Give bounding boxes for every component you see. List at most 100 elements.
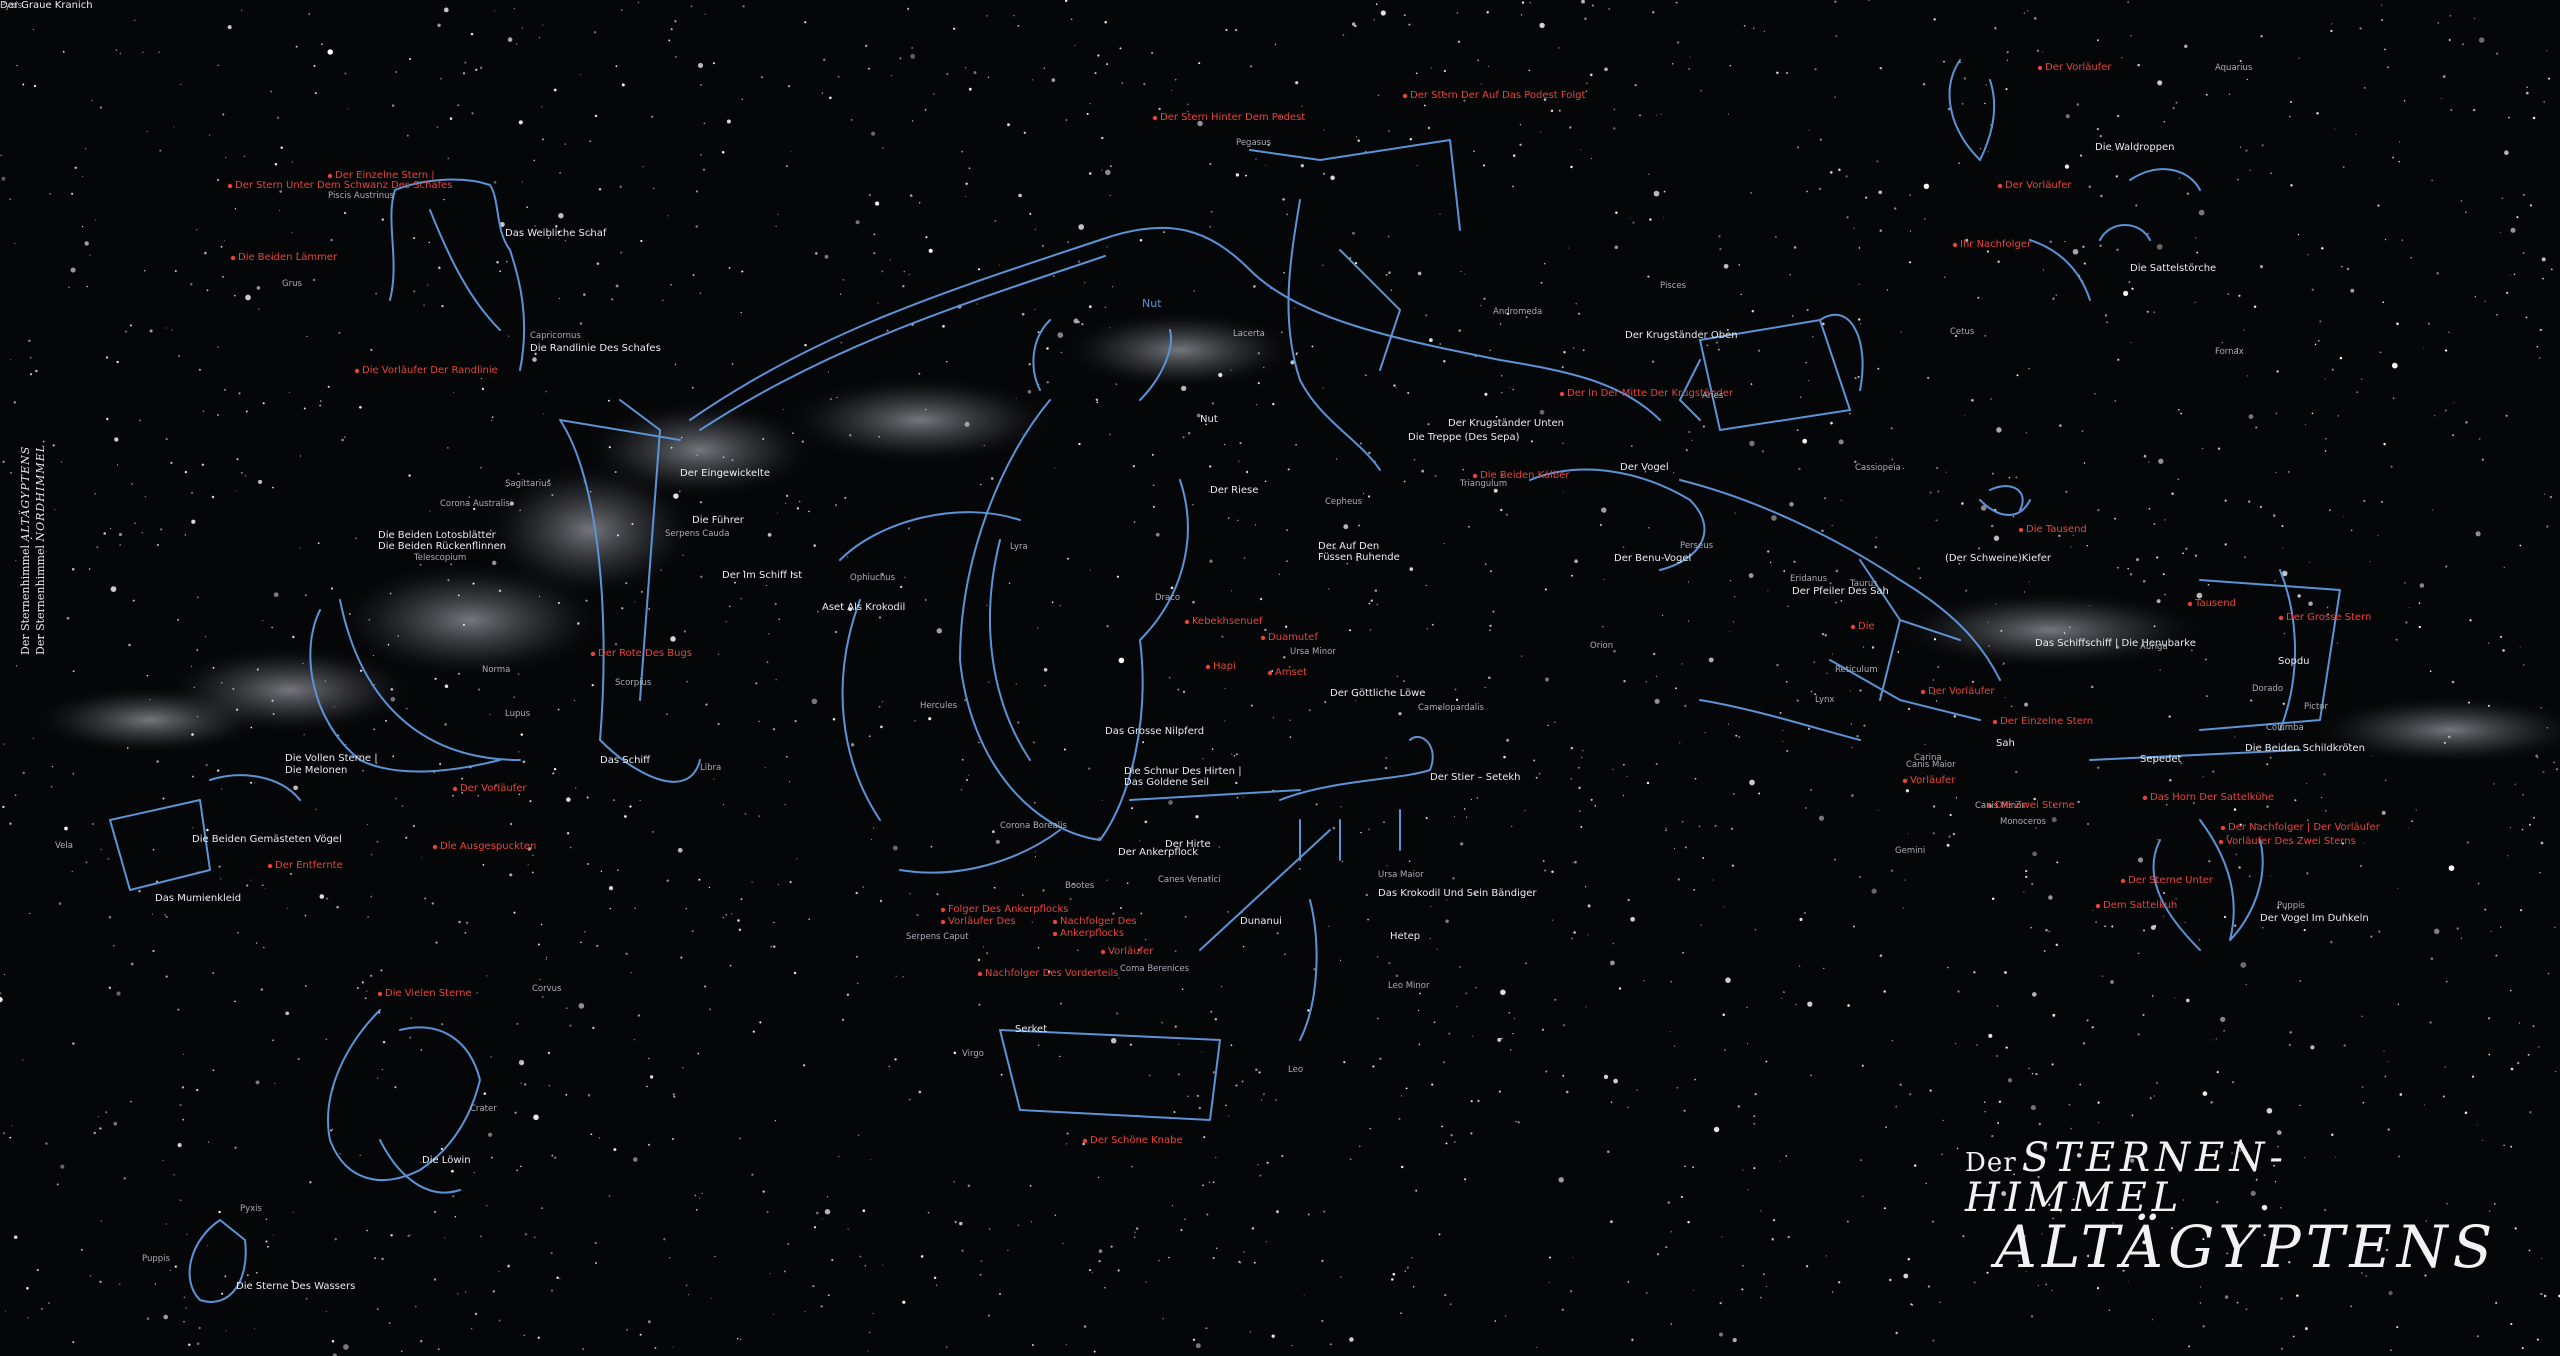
star bbox=[207, 1141, 210, 1143]
map-label: Canis Maior bbox=[1906, 760, 1956, 770]
star bbox=[2108, 1309, 2111, 1311]
star bbox=[2184, 44, 2188, 48]
star bbox=[177, 1143, 182, 1148]
star bbox=[2425, 1220, 2427, 1222]
star bbox=[1202, 1184, 1204, 1187]
star bbox=[1356, 136, 1358, 138]
star bbox=[1750, 192, 1752, 194]
star bbox=[32, 28, 34, 31]
star bbox=[2514, 783, 2517, 786]
star bbox=[1168, 1256, 1170, 1259]
star bbox=[448, 841, 450, 843]
star bbox=[1712, 879, 1714, 881]
star bbox=[190, 665, 193, 668]
star bbox=[451, 794, 455, 797]
star bbox=[2539, 328, 2542, 332]
star bbox=[131, 482, 133, 485]
star bbox=[2399, 1093, 2403, 1096]
star bbox=[1088, 172, 1092, 175]
star bbox=[1430, 905, 1432, 907]
star bbox=[517, 472, 520, 475]
star bbox=[1139, 840, 1141, 842]
star bbox=[271, 626, 273, 629]
star bbox=[204, 251, 207, 255]
star bbox=[395, 71, 398, 73]
star bbox=[2011, 705, 2013, 708]
star bbox=[1470, 798, 1473, 800]
star bbox=[2172, 107, 2175, 110]
star bbox=[526, 206, 529, 209]
star bbox=[519, 509, 521, 512]
star bbox=[789, 881, 792, 884]
star bbox=[1408, 23, 1411, 26]
star bbox=[1205, 1327, 1208, 1330]
star bbox=[740, 898, 743, 901]
star bbox=[1501, 392, 1503, 394]
star bbox=[2343, 515, 2345, 518]
star bbox=[519, 1165, 522, 1168]
star bbox=[674, 363, 677, 366]
star bbox=[2256, 823, 2258, 825]
star bbox=[449, 117, 453, 120]
star bbox=[480, 466, 482, 469]
star bbox=[13, 401, 16, 404]
star bbox=[1208, 491, 1210, 493]
star bbox=[2001, 1191, 2007, 1197]
star bbox=[2331, 368, 2334, 371]
star bbox=[1117, 1269, 1120, 1272]
star bbox=[1911, 1303, 1914, 1307]
star bbox=[160, 528, 163, 531]
star bbox=[206, 828, 209, 832]
star bbox=[1687, 620, 1690, 622]
star bbox=[270, 90, 273, 93]
star bbox=[1508, 1011, 1511, 1014]
map-label: Aset Als Krokodil bbox=[822, 602, 906, 613]
star bbox=[827, 371, 830, 373]
star bbox=[1342, 34, 1345, 37]
star bbox=[444, 723, 447, 726]
star bbox=[894, 1058, 897, 1061]
star bbox=[1500, 375, 1503, 377]
star bbox=[1494, 1320, 1497, 1322]
star bbox=[2411, 820, 2414, 823]
star bbox=[304, 914, 307, 917]
map-label: Sepedet bbox=[2140, 754, 2182, 765]
star bbox=[2051, 1063, 2054, 1066]
star bbox=[591, 684, 594, 687]
star bbox=[1906, 778, 1909, 780]
star bbox=[1489, 624, 1492, 627]
star bbox=[925, 236, 928, 239]
star bbox=[177, 618, 180, 621]
star bbox=[1729, 64, 1732, 67]
star bbox=[2178, 177, 2181, 180]
star bbox=[2328, 509, 2331, 512]
star bbox=[1691, 439, 1693, 441]
star bbox=[1018, 193, 1022, 198]
star bbox=[631, 522, 634, 525]
map-label: Fornax bbox=[2215, 347, 2244, 357]
star bbox=[2162, 891, 2166, 895]
star bbox=[156, 760, 159, 763]
star bbox=[617, 534, 619, 537]
star bbox=[2045, 928, 2048, 932]
star bbox=[2356, 391, 2358, 393]
star bbox=[2341, 842, 2344, 845]
star bbox=[476, 992, 478, 994]
star bbox=[1902, 907, 1905, 909]
star bbox=[987, 76, 990, 78]
star bbox=[2456, 927, 2459, 930]
star bbox=[1732, 621, 1734, 623]
map-label: Aries bbox=[1702, 391, 1724, 401]
star bbox=[376, 1077, 379, 1079]
egyptian-stars bbox=[227, 65, 2284, 1144]
star bbox=[1562, 1074, 1565, 1077]
star bbox=[1065, 1343, 1068, 1346]
egyptian-star bbox=[1559, 391, 1565, 397]
star bbox=[130, 962, 134, 966]
star bbox=[1243, 1251, 1245, 1253]
star bbox=[1155, 532, 1160, 537]
map-label: Die Melonen bbox=[285, 765, 348, 776]
star bbox=[88, 568, 91, 570]
star bbox=[308, 13, 311, 15]
star bbox=[224, 1275, 227, 1278]
